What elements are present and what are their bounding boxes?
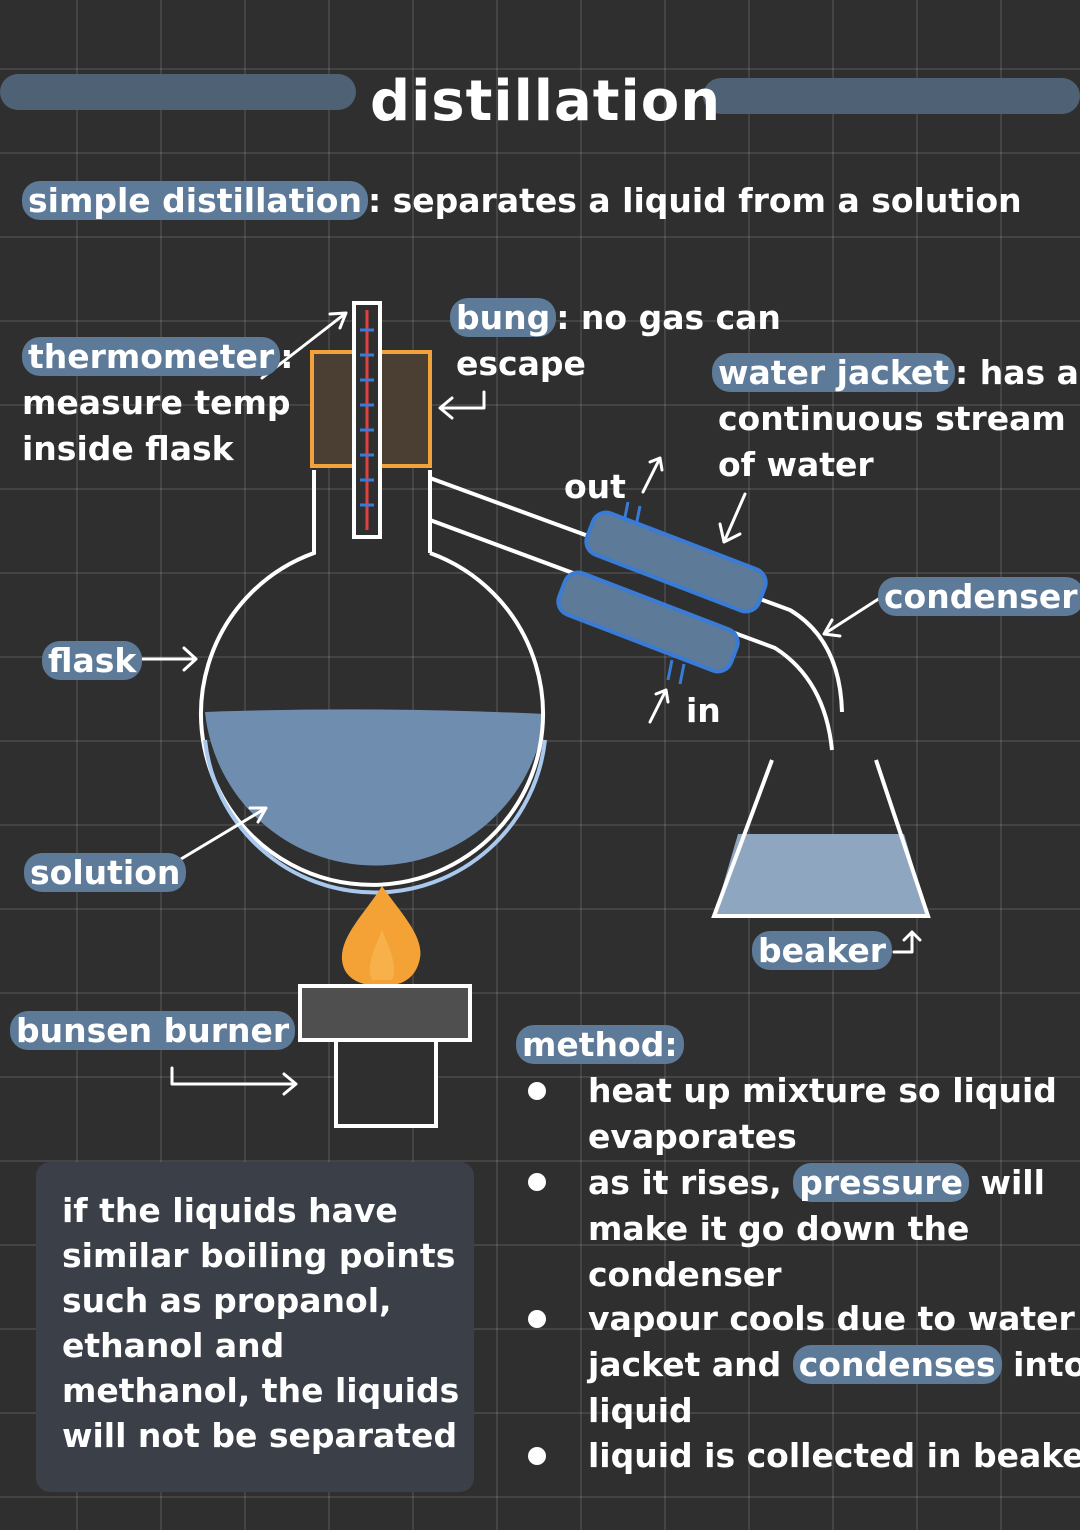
bung-desc-2: escape bbox=[456, 344, 586, 383]
thermometer-desc-1: measure temp bbox=[22, 383, 291, 422]
method-step-4: liquid is collected in beaker bbox=[588, 1436, 1080, 1475]
flask-bottom-rim bbox=[203, 739, 547, 895]
bunsen-burner-arrow bbox=[170, 1066, 298, 1096]
note-line-5: methanol, the liquids bbox=[62, 1371, 460, 1410]
water-jacket-arrow bbox=[718, 492, 747, 544]
solution-liquid bbox=[205, 709, 545, 866]
intro-term: simple distillation bbox=[22, 181, 368, 220]
thermometer-label: thermometer: measure temp inside flask bbox=[22, 334, 293, 472]
beaker-liquid bbox=[714, 834, 928, 916]
water-jacket-desc-2: continuous stream bbox=[718, 399, 1066, 438]
method-heading: method: bbox=[516, 1022, 684, 1068]
note-box: if the liquids have similar boiling poin… bbox=[36, 1162, 474, 1492]
solution-term: solution bbox=[24, 853, 187, 892]
condenses-highlight: condenses bbox=[792, 1345, 1002, 1384]
beaker-arrow bbox=[892, 930, 922, 954]
flask-term: flask bbox=[42, 641, 143, 680]
water-jacket-desc-3: of water bbox=[718, 445, 874, 484]
beaker-term: beaker bbox=[752, 931, 892, 970]
water-jacket-term: water jacket bbox=[712, 353, 956, 392]
condenser-term: condenser bbox=[878, 577, 1080, 616]
condenser-label: condenser bbox=[878, 574, 1080, 620]
condenser-tube bbox=[429, 476, 844, 751]
out-arrow bbox=[641, 456, 664, 494]
water-jacket-upper bbox=[584, 510, 768, 614]
flask-label: flask bbox=[42, 638, 143, 684]
bunsen-burner-label: bunsen burner bbox=[10, 1008, 296, 1054]
title-bar-left bbox=[0, 74, 356, 110]
beaker-label: beaker bbox=[752, 928, 892, 974]
method-bullet-4 bbox=[528, 1447, 546, 1465]
note-line-2: similar boiling points bbox=[62, 1236, 456, 1275]
water-jacket-label: water jacket: has a continuous stream of… bbox=[712, 350, 1079, 488]
note-line-6: will not be separated bbox=[62, 1416, 458, 1455]
flask-arrow bbox=[140, 646, 198, 672]
beaker-outline bbox=[711, 759, 931, 918]
method-heading-text: method: bbox=[516, 1025, 684, 1064]
intro-definition: simple distillation: separates a liquid … bbox=[22, 178, 1022, 224]
solution-arrow bbox=[174, 806, 268, 864]
bunsen-burner-base bbox=[334, 1038, 438, 1128]
in-label: in bbox=[686, 691, 721, 730]
note-line-4: ethanol and bbox=[62, 1326, 285, 1365]
thermometer-desc-2: inside flask bbox=[22, 429, 234, 468]
method-step-3: vapour cools due to water jacket and con… bbox=[588, 1299, 1080, 1430]
out-label: out bbox=[564, 467, 626, 506]
page-title: distillation bbox=[370, 69, 722, 134]
condenser-arrow bbox=[822, 596, 882, 638]
solution-label: solution bbox=[24, 850, 187, 896]
method-step-2: as it rises, pressure will make it go do… bbox=[588, 1163, 1045, 1294]
bunsen-burner-term: bunsen burner bbox=[10, 1011, 296, 1050]
pressure-highlight: pressure bbox=[793, 1163, 969, 1202]
bunsen-burner-top bbox=[298, 984, 472, 1042]
bung-arrow bbox=[438, 390, 486, 420]
method-bullet-2 bbox=[528, 1173, 546, 1191]
water-jacket-lower bbox=[556, 570, 740, 674]
method-bullet-3 bbox=[528, 1310, 546, 1328]
intro-text: : separates a liquid from a solution bbox=[367, 181, 1022, 220]
thermometer-term: thermometer bbox=[22, 337, 281, 376]
bung-term: bung bbox=[450, 298, 557, 337]
flask-outline bbox=[199, 470, 545, 887]
method-step-1: heat up mixture so liquid evaporates bbox=[588, 1071, 1057, 1156]
in-arrow bbox=[648, 688, 670, 724]
title-bar-right bbox=[703, 78, 1080, 114]
note-line-3: such as propanol, bbox=[62, 1281, 392, 1320]
note-line-1: if the liquids have bbox=[62, 1191, 398, 1230]
bung-label: bung: no gas can escape bbox=[450, 295, 781, 387]
method-bullet-1 bbox=[528, 1082, 546, 1100]
